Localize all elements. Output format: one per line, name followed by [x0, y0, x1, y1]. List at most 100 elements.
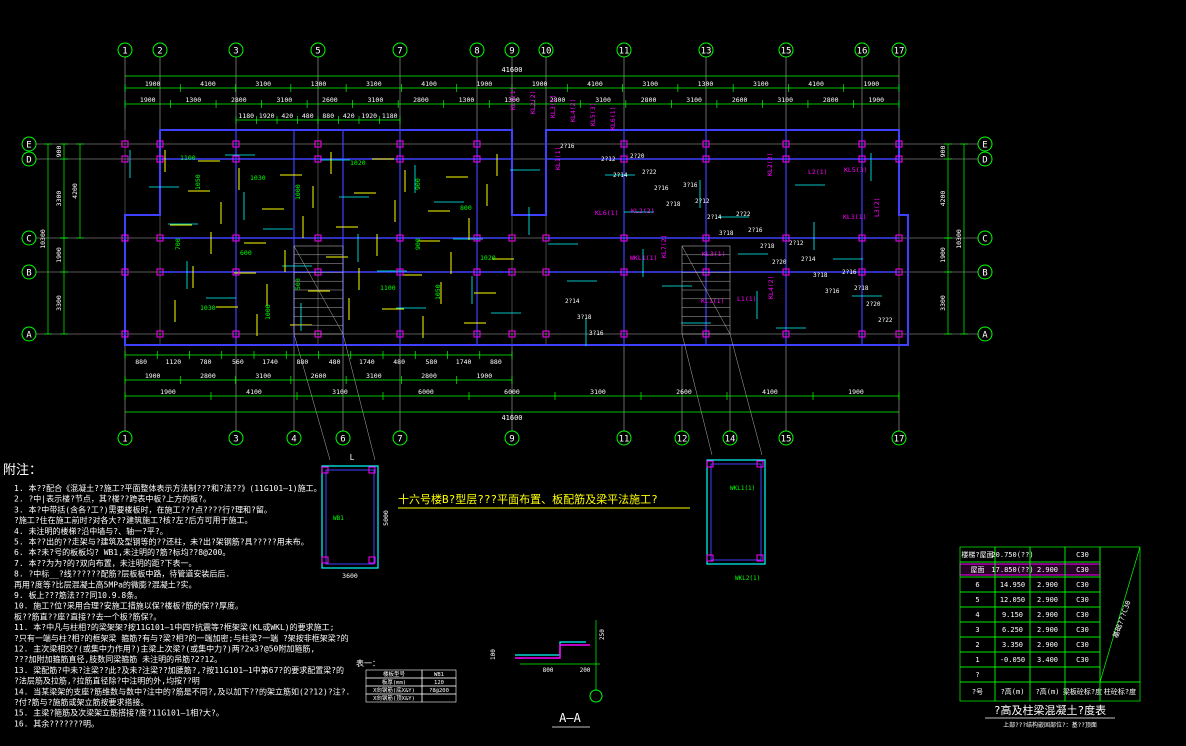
column	[542, 330, 550, 338]
floor-table-text: 9.150	[1002, 611, 1023, 619]
column	[232, 140, 240, 148]
floor-table-text: 2.900	[1037, 641, 1058, 649]
note-line: 16. 其余???????明。	[14, 718, 99, 728]
floor-table-text: 2.900	[1037, 611, 1058, 619]
top-dim-2-text: 1300	[504, 96, 520, 104]
beam-mark: 2?22	[642, 169, 657, 176]
beam-name: KL5(3)	[844, 166, 867, 174]
column	[121, 234, 129, 242]
note-line: 板??筋直??座?直接??去一个板?筋保?。	[14, 611, 161, 621]
right-dim-total-text: 10300	[955, 229, 963, 249]
column	[396, 330, 404, 338]
column	[782, 140, 790, 148]
beam-mark: 2?12	[789, 240, 804, 247]
top-dim-3-text: 480	[302, 112, 314, 120]
floor-table-text: 3.400	[1037, 656, 1058, 664]
column	[156, 268, 164, 276]
note-line: 13. 梁配筋?中未?注梁??此?及未?注梁??加腰筋?,?按11G101—1中…	[14, 665, 344, 675]
floor-table-cell	[994, 666, 1031, 683]
floor-table-text: 2.900	[1037, 581, 1058, 589]
stair-detail-left-inner	[325, 469, 375, 565]
right-axis-D-label: D	[982, 156, 987, 166]
beam-mark: 2?18	[666, 201, 681, 208]
bottom-small-dim-text: 580	[426, 358, 438, 366]
bottom-dim-2-text: 4100	[246, 388, 262, 396]
room-dim-label: 600	[240, 249, 252, 257]
bottom-dim-2-text: 1900	[848, 388, 864, 396]
bottom-overall-dim: 41600	[501, 414, 522, 422]
beam-mark: 3?18	[813, 272, 828, 279]
bottom-small-dim-text: 1740	[456, 358, 472, 366]
floor-table-header: ?号	[972, 688, 983, 696]
top-axis-11-label: 11	[619, 47, 630, 57]
top-dim-1-text: 3100	[642, 80, 658, 88]
detail-leader	[293, 333, 331, 461]
floor-table-text: 3.350	[1002, 641, 1023, 649]
bottom-axis-15-label: 15	[781, 435, 792, 445]
beam-name: L2(1)	[808, 168, 828, 176]
note-line: 4. 未注明的楼梯?沿中墙与?、轴一?平?。	[14, 526, 168, 536]
floor-table-cell	[1029, 666, 1066, 683]
column	[620, 234, 628, 242]
note-line: 11. 本?中凡与柱相?的梁架架?按11G101—1中四?抗震等?框架梁(KL或…	[14, 622, 334, 632]
left-dim-total-text: 10300	[39, 229, 47, 249]
beam-mark: 2?16	[842, 269, 857, 276]
floor-table-header: 梁板砼标?度	[1063, 687, 1102, 696]
floor-table-side-label: 基础???C30	[1111, 599, 1133, 639]
column	[782, 330, 790, 338]
floor-table-text: C30	[1076, 656, 1089, 664]
bottom-axis-11-label: 11	[619, 435, 630, 445]
room-dim-label: 1050	[194, 174, 202, 190]
bottom-dim-2-text: 4100	[762, 388, 778, 396]
top-dim-2-text: 3100	[368, 96, 384, 104]
beam-name: KL2(2)	[631, 207, 654, 215]
column	[121, 155, 129, 163]
column	[508, 268, 516, 276]
leader-label: KL4(2)	[569, 99, 577, 122]
bottom-small-dim-text: 1120	[166, 358, 182, 366]
column	[156, 155, 164, 163]
bottom-small-dim-text: 480	[329, 358, 341, 366]
note-line: 14. 当某梁架的支座?筋维数与数中?注中的?筋是不同?,及以加下??的架立筋如…	[14, 686, 350, 696]
note-line: ???加附加箍筋直径,肢数同梁箍筋 未注明的吊筋?2?12。	[14, 654, 222, 664]
top-axis-17-label: 17	[894, 47, 905, 57]
detail-column	[756, 554, 764, 562]
detail-column	[368, 556, 376, 564]
top-dim-3-text: 1180	[238, 112, 254, 120]
column	[895, 268, 903, 276]
bottom-dim-1-text: 2800	[200, 372, 216, 380]
bottom-dim-1-text: 3100	[255, 372, 271, 380]
column	[473, 330, 481, 338]
table1-text: X向钢筋(顶X&Y)	[373, 694, 415, 702]
room-dim-label: 1000	[294, 184, 302, 200]
leader-label: KL3(1)	[549, 95, 557, 118]
column	[121, 268, 129, 276]
note-line: 再用?度等?比层混凝土高5MPa的微膨?混凝土?实。	[14, 579, 197, 589]
beam-mark: 2?20	[866, 301, 881, 308]
right-dim-c-text: 3300	[939, 295, 947, 311]
leader-label: KL2(2)	[529, 91, 537, 114]
floor-table-text: 2	[975, 641, 979, 649]
right-axis-B-label: B	[982, 269, 987, 279]
column	[232, 268, 240, 276]
top-axis-3-label: 3	[233, 47, 238, 57]
floor-table-header: 柱砼标?度	[1104, 687, 1136, 696]
bottom-axis-17-label: 17	[894, 435, 905, 445]
bottom-axis-12-label: 12	[677, 435, 688, 445]
bottom-small-dim-text: 1740	[262, 358, 278, 366]
beam-mark: 3?16	[589, 330, 604, 337]
beam-name: WKL1(1)	[630, 254, 657, 262]
room-dim-label: 1100	[380, 284, 396, 292]
room-dim-label: 1030	[200, 304, 216, 312]
room-dim-label: 1020	[350, 159, 366, 167]
bottom-dim-2-text: 1900	[160, 388, 176, 396]
floor-table-text: 14.950	[1000, 581, 1025, 589]
floor-table-text: 12.050	[1000, 596, 1025, 604]
column	[232, 330, 240, 338]
column	[314, 234, 322, 242]
column	[782, 268, 790, 276]
top-dim-3-text: 420	[281, 112, 293, 120]
beam-mark: 2?18	[854, 285, 869, 292]
bottom-small-dim-text: 880	[490, 358, 502, 366]
column	[156, 330, 164, 338]
